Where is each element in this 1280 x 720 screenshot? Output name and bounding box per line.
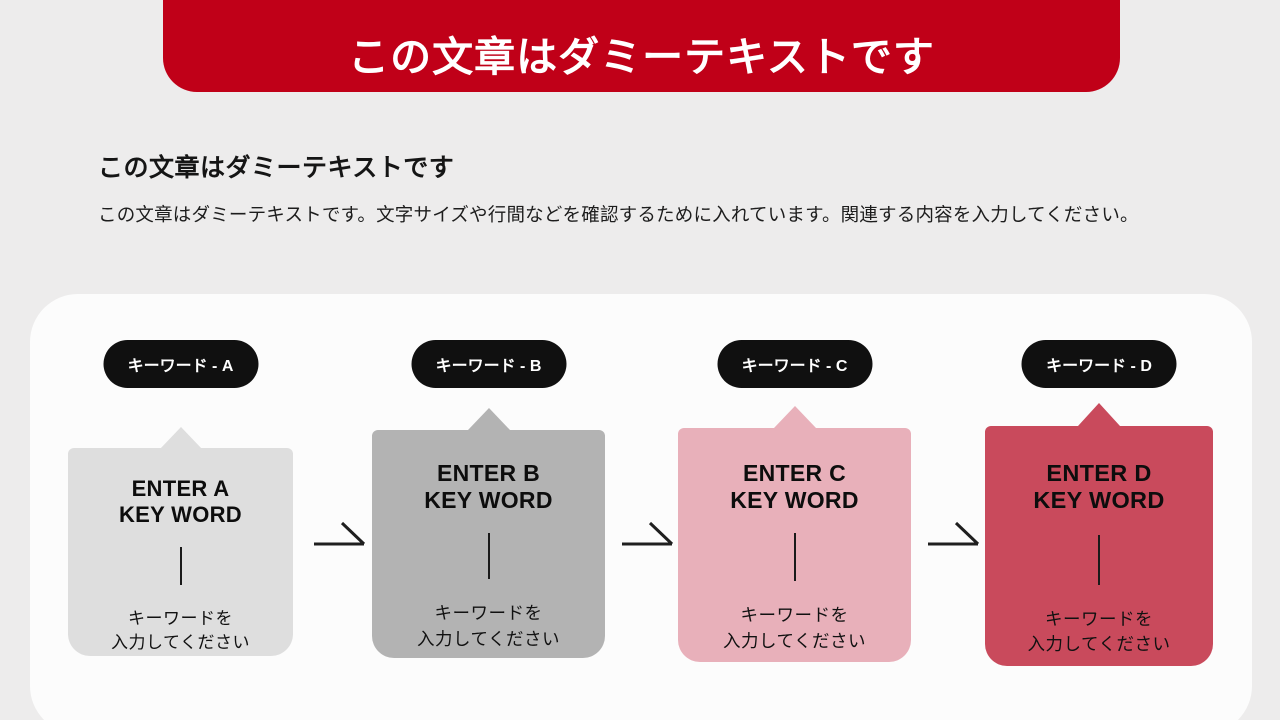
- card-notch-a: [159, 427, 202, 449]
- card-title-d-line1: ENTER D: [1046, 460, 1152, 486]
- arrow-b-to-c: [620, 518, 676, 552]
- card-title-b: ENTER B KEY WORD: [424, 460, 552, 513]
- card-title-d: ENTER D KEY WORD: [1033, 460, 1164, 515]
- card-note-c-line1: キーワードを: [740, 605, 849, 626]
- card-note-d-line2: 入力してください: [1027, 633, 1171, 654]
- arrow-a-to-b-icon: [314, 521, 366, 546]
- card-title-c: ENTER C KEY WORD: [730, 460, 858, 513]
- card-title-d-line2: KEY WORD: [1033, 487, 1165, 514]
- card-title-b-line1: ENTER B: [436, 460, 541, 486]
- card-c[interactable]: ENTER C KEY WORD キーワードを 入力してください: [678, 428, 911, 662]
- card-a[interactable]: ENTER A KEY WORD キーワードを 入力してください: [68, 448, 293, 656]
- flow-step-a: キーワード - A ENTER A KEY WORD キーワードを 入力してくだ…: [68, 340, 293, 656]
- arrow-c-to-d-icon: [928, 521, 980, 546]
- card-divider-b: [487, 533, 490, 580]
- card-divider-a: [179, 547, 182, 585]
- flow-step-d: キーワード - D ENTER D KEY WORD キーワードを 入力してくだ…: [985, 340, 1213, 666]
- card-note-b: キーワードを 入力してください: [417, 601, 560, 652]
- pill-keyword-d[interactable]: キーワード - D: [1021, 340, 1177, 388]
- arrow-a-to-b: [312, 518, 368, 552]
- card-note-a: キーワードを 入力してください: [111, 607, 250, 656]
- pill-label-a: キーワード - A: [127, 358, 234, 375]
- card-divider-c: [793, 533, 796, 582]
- card-divider-d: [1098, 534, 1100, 585]
- pill-label-b: キーワード - B: [435, 358, 542, 375]
- card-title-a-line1: ENTER A: [131, 476, 230, 501]
- card-title-c-line2: KEY WORD: [730, 486, 859, 513]
- card-d[interactable]: ENTER D KEY WORD キーワードを 入力してください: [985, 426, 1213, 666]
- flow-step-b: キーワード - B ENTER B KEY WORD キーワードを 入力してくだ…: [372, 340, 605, 658]
- card-b[interactable]: ENTER B KEY WORD キーワードを 入力してください: [372, 430, 605, 658]
- card-note-c: キーワードを 入力してください: [723, 603, 866, 654]
- card-note-c-line2: 入力してください: [723, 630, 866, 651]
- card-notch-d: [1078, 403, 1120, 426]
- card-notch-b: [467, 408, 510, 430]
- pill-label-c: キーワード - C: [741, 358, 848, 375]
- flow-step-c: キーワード - C ENTER C KEY WORD キーワードを 入力してくだ…: [678, 340, 911, 662]
- card-note-b-line2: 入力してください: [417, 628, 560, 649]
- intro-body-text: この文章はダミーテキストです。文字サイズや行間などを確認するために入れています。…: [98, 203, 1139, 225]
- intro-section: この文章はダミーテキストです この文章はダミーテキストです。文字サイズや行間など…: [98, 152, 1178, 230]
- intro-heading: この文章はダミーテキストです: [98, 154, 455, 182]
- card-title-c-line1: ENTER C: [742, 460, 847, 486]
- pill-keyword-b[interactable]: キーワード - B: [411, 340, 566, 388]
- card-title-a-line2: KEY WORD: [118, 501, 242, 527]
- banner-title: この文章はダミーテキストです: [348, 34, 935, 80]
- header-banner: この文章はダミーテキストです: [163, 0, 1120, 92]
- pill-label-d: キーワード - D: [1046, 358, 1152, 375]
- card-title-b-line2: KEY WORD: [424, 486, 553, 513]
- pill-keyword-a[interactable]: キーワード - A: [103, 340, 258, 388]
- card-note-d-line1: キーワードを: [1044, 608, 1153, 629]
- card-note-a-line2: 入力してください: [111, 633, 250, 653]
- arrow-b-to-c-icon: [622, 521, 674, 546]
- arrow-c-to-d: [926, 518, 982, 552]
- card-notch-c: [773, 406, 816, 428]
- card-note-d: キーワードを 入力してください: [1028, 607, 1171, 658]
- card-title-a: ENTER A KEY WORD: [119, 476, 242, 527]
- pill-keyword-c[interactable]: キーワード - C: [717, 340, 872, 388]
- card-note-b-line1: キーワードを: [434, 603, 543, 624]
- card-note-a-line1: キーワードを: [127, 608, 233, 628]
